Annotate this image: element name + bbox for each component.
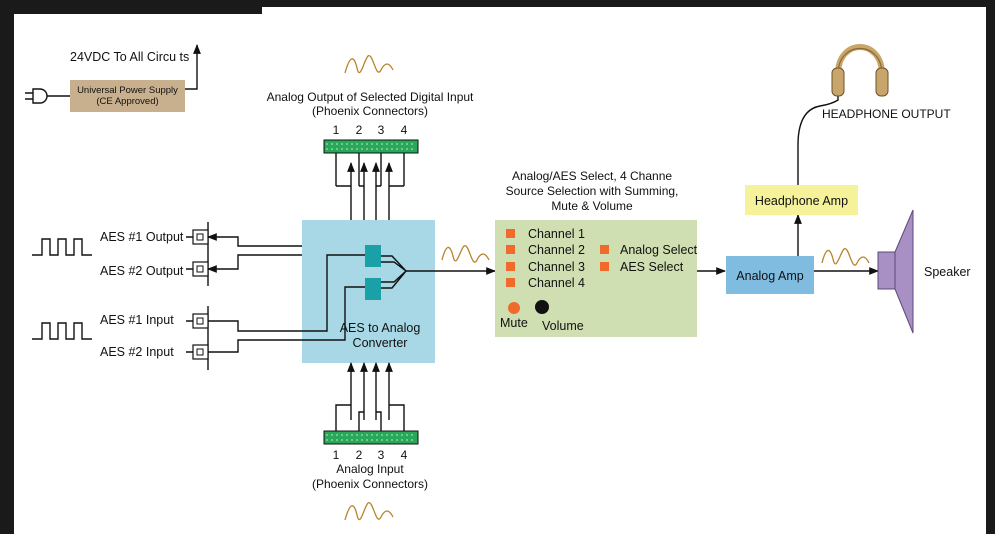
power-supply-line2: (CE Approved) <box>96 96 158 107</box>
bottom-number-3: 3 <box>378 448 385 462</box>
selector-section: Analog/AES Select, 4 Channe Source Selec… <box>495 169 698 337</box>
aes-ports-section: AES #1 Output AES #2 Output AES #1 Input… <box>32 222 302 370</box>
top-sine-wave-icon <box>344 55 394 74</box>
volume-knob-icon <box>535 300 549 314</box>
power-supply-box <box>70 80 185 112</box>
converter-label-line1: AES to Analog <box>340 321 421 335</box>
power-plug-icon <box>25 88 70 104</box>
aes2-input-label: AES #2 Input <box>100 345 174 359</box>
channel-1-indicator <box>506 229 515 238</box>
aes2-output-label: AES #2 Output <box>100 264 184 278</box>
aes1-output-label: AES #1 Output <box>100 230 184 244</box>
converter-chip-2 <box>365 278 381 300</box>
bottom-phoenix-connector <box>323 430 419 445</box>
converter-section: AES to Analog Converter <box>302 220 435 363</box>
top-output-title: Analog Output of Selected Digital Input <box>267 90 474 104</box>
analog-amp-section: Analog Amp <box>726 256 814 294</box>
top-number-1: 1 <box>333 123 340 137</box>
aes-select-indicator <box>600 262 609 271</box>
bottom-sine-wave-icon <box>344 502 394 521</box>
channel-1-label: Channel 1 <box>528 227 585 241</box>
aes-select-label: AES Select <box>620 260 684 274</box>
mid-sine-wave-icon <box>441 245 490 263</box>
channel-2-indicator <box>506 245 515 254</box>
channel-4-indicator <box>506 278 515 287</box>
channel-3-label: Channel 3 <box>528 260 585 274</box>
aes-input-square-wave-icon <box>32 322 92 340</box>
selector-title-line1: Analog/AES Select, 4 Channe <box>512 169 672 183</box>
headphone-amp-label: Headphone Amp <box>755 194 848 208</box>
aes-output-square-wave-icon <box>32 238 92 256</box>
aes-output-jacks <box>186 222 209 286</box>
top-number-2: 2 <box>356 123 363 137</box>
bottom-input-title: Analog Input <box>336 462 404 476</box>
aes1-input-label: AES #1 Input <box>100 313 174 327</box>
converter-label-line2: Converter <box>353 336 408 350</box>
analog-amp-label: Analog Amp <box>736 269 803 283</box>
speaker-section: Speaker <box>877 209 971 334</box>
analog-select-label: Analog Select <box>620 243 698 257</box>
headphone-section: Headphone Amp HEADPHONE OUTPUT <box>745 44 951 256</box>
top-number-4: 4 <box>401 123 408 137</box>
top-number-3: 3 <box>378 123 385 137</box>
top-output-subtitle: (Phoenix Connectors) <box>312 104 428 118</box>
selector-title-line2: Source Selection with Summing, <box>506 184 679 198</box>
selector-box <box>495 220 697 337</box>
mute-label: Mute <box>500 316 528 330</box>
bottom-number-2: 2 <box>356 448 363 462</box>
speaker-icon <box>877 209 914 334</box>
output-sine-wave-icon <box>821 248 870 266</box>
power-section: 24VDC To All Circu ts Universal Power Su… <box>25 44 201 112</box>
mute-indicator <box>508 302 520 314</box>
bottom-number-1: 1 <box>333 448 340 462</box>
top-output-section: Analog Output of Selected Digital Input … <box>267 55 474 220</box>
volume-label: Volume <box>542 319 584 333</box>
speaker-label: Speaker <box>924 265 971 279</box>
converter-chip-1 <box>365 245 381 267</box>
power-caption: 24VDC To All Circu ts <box>70 50 189 64</box>
headphone-amp-box <box>745 185 858 215</box>
top-phoenix-connector <box>323 139 419 154</box>
bottom-input-section: 1 2 3 4 Analog Input (Phoenix Connectors… <box>312 362 428 521</box>
bottom-input-subtitle: (Phoenix Connectors) <box>312 477 428 491</box>
headphones-icon <box>831 44 889 97</box>
bottom-number-4: 4 <box>401 448 408 462</box>
channel-3-indicator <box>506 262 515 271</box>
aes-input-jacks <box>186 306 209 370</box>
power-supply-line1: Universal Power Supply <box>77 85 178 96</box>
analog-amp-box <box>726 256 814 294</box>
channel-2-label: Channel 2 <box>528 243 585 257</box>
selector-title-line3: Mute & Volume <box>551 199 633 213</box>
channel-4-label: Channel 4 <box>528 276 585 290</box>
analog-select-indicator <box>600 245 609 254</box>
headphone-output-label: HEADPHONE OUTPUT <box>822 107 951 121</box>
